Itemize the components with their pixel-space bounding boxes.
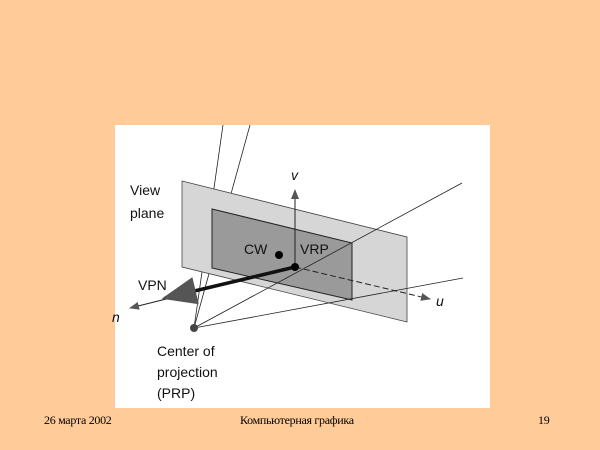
view-plane-label: View [130, 182, 161, 198]
prp-point [190, 324, 198, 332]
u-axis [294, 266, 431, 301]
vpn-vector [161, 265, 296, 305]
prp-label: projection [157, 364, 218, 380]
footer-title: Компьютерная графика [240, 413, 354, 427]
n-axis-label: n [112, 309, 120, 325]
cw-label: CW [244, 241, 268, 257]
projector-line [193, 277, 464, 329]
cw-point [275, 251, 283, 259]
prp-label: Center of [157, 343, 215, 359]
vpn-label: VPN [138, 277, 167, 293]
vrp-point [291, 263, 299, 271]
view-plane-label: plane [130, 205, 164, 221]
footer-date: 26 марта 2002 [44, 413, 112, 427]
prp-label: (PRP) [157, 385, 195, 401]
u-axis-label: u [436, 293, 444, 309]
page-number: 19 [538, 413, 550, 427]
v-axis-label: v [291, 167, 299, 183]
vrp-label: VRP [300, 241, 329, 257]
projector-line [193, 182, 463, 329]
